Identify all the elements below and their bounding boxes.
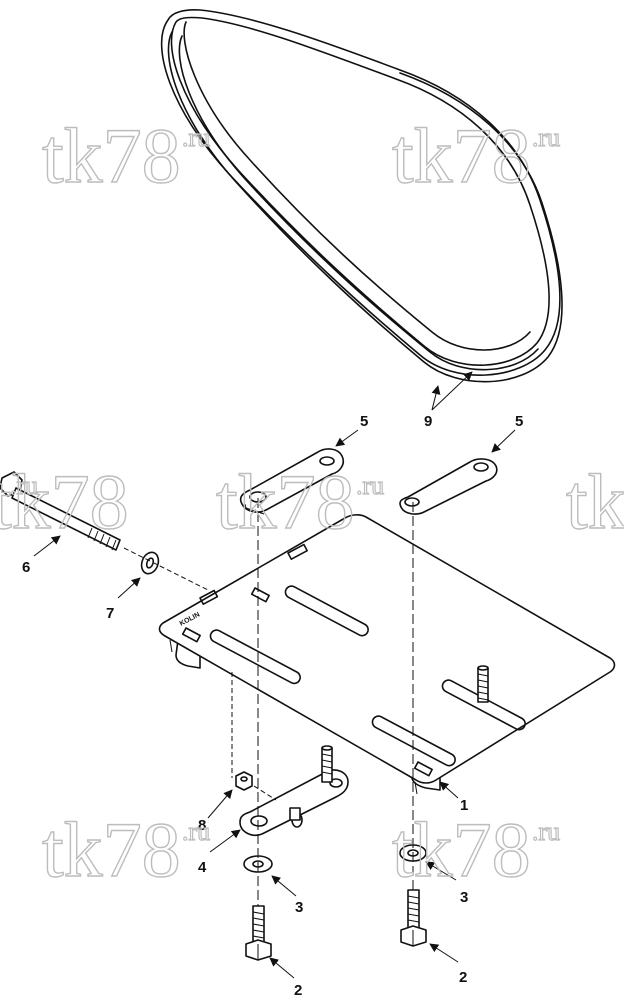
callout-4: 4 — [198, 859, 207, 876]
watermark: tk78 — [565, 457, 624, 545]
callout-6: 6 — [22, 559, 30, 576]
callout-3-right: 3 — [460, 889, 468, 906]
callout-9: 9 — [424, 413, 432, 430]
svg-text:.ru: .ru — [182, 123, 210, 152]
callout-5-right: 5 — [515, 413, 523, 430]
svg-text:tk78: tk78 — [42, 806, 181, 893]
watermark: tk78 .ru — [391, 111, 560, 199]
callout-5-left: 5 — [360, 413, 368, 430]
svg-text:.ru: .ru — [532, 817, 560, 846]
callout-1: 1 — [460, 797, 468, 814]
svg-text:tk78: tk78 — [42, 112, 181, 199]
svg-text:tk78: tk78 — [566, 458, 624, 545]
plate-stud — [477, 665, 489, 703]
watermark: tk78 .ru — [0, 457, 129, 545]
watermark: tk78 .ru — [215, 457, 384, 545]
callouts: 9 5 5 6 7 8 4 1 3 3 2 2 — [22, 371, 523, 999]
mounting-plate: KOLIN — [158, 514, 616, 795]
washer-7 — [140, 551, 160, 575]
bolt-2-right — [400, 889, 427, 947]
svg-text:tk78: tk78 — [392, 112, 531, 199]
callout-2-left: 2 — [294, 982, 302, 999]
callout-8: 8 — [198, 817, 206, 834]
callout-2-right: 2 — [459, 969, 467, 986]
long-bolt — [0, 471, 121, 551]
svg-text:tk78: tk78 — [216, 458, 355, 545]
svg-text:.ru: .ru — [532, 123, 560, 152]
watermark: tk78 .ru — [41, 805, 210, 893]
watermarks: tk78 .ru tk78 .ru tk78 .ru tk78 .ru tk78… — [0, 111, 624, 893]
callout-3-left: 3 — [295, 899, 303, 916]
svg-text:.ru: .ru — [356, 471, 384, 500]
drive-belt-pair — [160, 9, 563, 383]
assembly-lines — [123, 498, 414, 906]
watermark: tk78 .ru — [41, 111, 210, 199]
svg-text:.ru: .ru — [182, 817, 210, 846]
hex-nut-8 — [235, 771, 253, 791]
svg-text:tk78: tk78 — [0, 458, 129, 545]
watermark: tk78 .ru — [391, 805, 560, 893]
svg-text:.ru: .ru — [10, 471, 38, 500]
callout-7: 7 — [106, 605, 114, 622]
bolt-2-left — [245, 905, 272, 961]
lower-bracket — [239, 745, 349, 837]
link-bracket-left — [239, 448, 345, 515]
link-bracket-right — [399, 458, 498, 515]
svg-text:tk78: tk78 — [392, 806, 531, 893]
